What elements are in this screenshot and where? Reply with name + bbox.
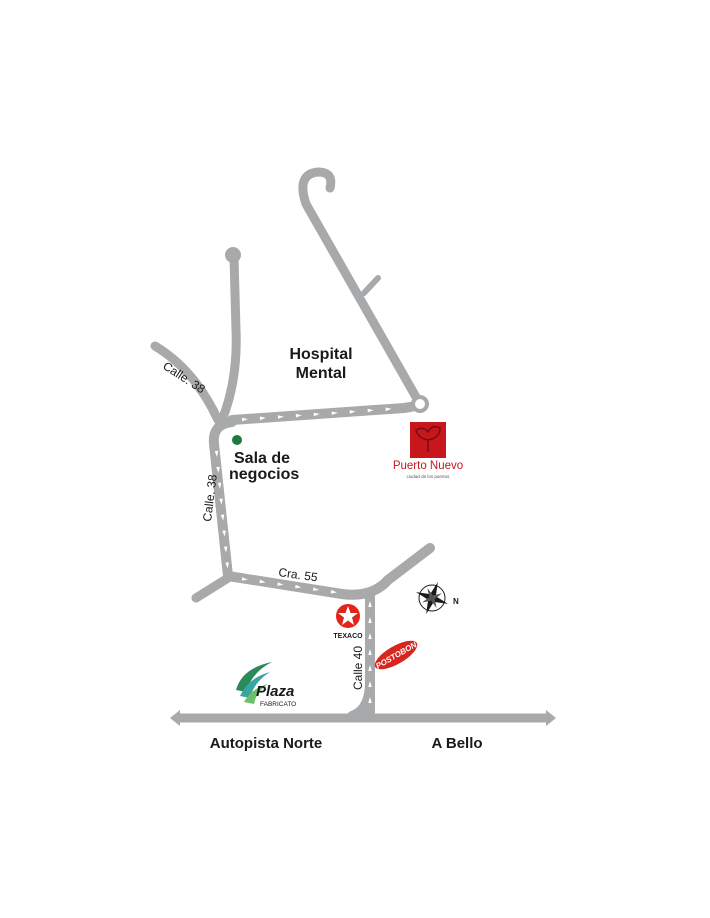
road-small-branch [361,275,381,296]
route-arrow [349,410,356,414]
road-diagonal-hook [298,167,425,409]
route-arrow [220,514,225,521]
plaza-fabricato-wave-3 [244,684,268,704]
route-arrow [368,601,372,607]
road-north-spur [217,253,241,425]
road-end-arrow-left [170,710,180,726]
roundabout-center [415,399,425,409]
route-arrow [217,482,222,489]
route-arrow [368,665,372,671]
road-cra-55 [223,543,435,600]
route-arrow [214,450,219,457]
puerto-nuevo-logo: Puerto Nuevo ciudad de los puertos [393,422,463,479]
route-arrow [223,546,228,553]
puerto-nuevo-tree-shape [415,425,441,452]
route-arrow [313,412,320,417]
plaza-label: Plaza [256,683,294,700]
route-arrow [368,697,372,703]
route-arrow [241,417,248,422]
route-arrow [368,681,372,687]
route-arrow [330,589,337,594]
street-label-autopista-norte: Autopista Norte [210,735,323,752]
route-arrow [216,466,220,473]
route-arrow [295,413,302,418]
route-arrows [214,407,392,703]
route-arrow [225,562,229,569]
plaza-sub-label: FABRICATO [260,701,296,708]
street-label-calle-38-side: Calle. 38 [200,473,220,522]
puerto-nuevo-tagline: ciudad de los puertos [407,474,451,479]
route-arrow [385,407,392,412]
plaza-fabricato-logo: Plaza FABRICATO [236,662,296,708]
road-end-arrow-right [546,710,556,726]
route-arrow [331,411,338,415]
sales-room-marker[interactable] [232,435,242,445]
road-spur-left [191,573,233,603]
road-end-dot [225,247,241,263]
plaza-fabricato-wave-icon [236,662,272,692]
route-arrow [259,416,266,421]
hospital-label-line2: Mental [296,365,347,382]
route-arrow [222,530,226,537]
route-arrow [295,584,302,589]
route-arrow [219,498,223,505]
texaco-star-shape [338,606,358,625]
road-calle-38-top [150,341,223,425]
texaco-logo: TEXACO [333,604,363,640]
route-arrow [367,408,374,413]
route-arrow [368,633,372,639]
route-arrow [277,582,284,586]
street-label-a-bello: A Bello [431,735,482,752]
road-network [150,167,556,726]
route-arrow [312,587,320,591]
route-arrow [241,577,248,581]
texaco-label: TEXACO [333,633,363,640]
puerto-nuevo-name: Puerto Nuevo [393,460,463,472]
street-label-cra-55: Cra. 55 [278,565,319,584]
compass-rose-icon: N [416,582,459,614]
compass-north-label: N [453,597,459,606]
sales-room-label-line2: negocios [229,466,299,483]
sales-room-label-line1: Sala de [234,450,290,467]
route-arrow [368,649,372,655]
hospital-label-line1: Hospital [289,346,352,363]
postobon-logo: POSTOBON [374,640,418,671]
plaza-fabricato-wave-2 [240,672,270,698]
street-label-calle-40: Calle 40 [351,646,365,690]
route-arrow [368,617,372,623]
route-arrow [277,415,284,419]
postobon-badge [374,640,418,670]
route-arrow [259,579,266,584]
